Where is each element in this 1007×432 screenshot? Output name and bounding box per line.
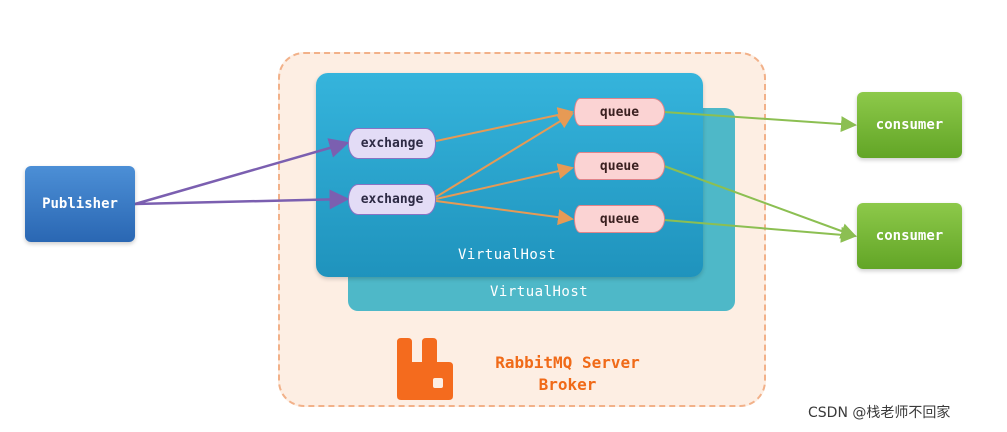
consumer-node-2: consumer [857,203,962,269]
arrow-queue2-consumer2 [663,165,857,239]
arrow-exchange1-queue1 [435,107,574,142]
arrow-exchange2-queue1 [435,112,574,198]
arrow-exchange2-queue2 [435,163,574,200]
exchange-node-1: exchange [348,128,436,159]
broker-label: Broker [538,375,597,394]
exchange-node-2: exchange [348,184,436,215]
arrow-publisher-exchange-1 [134,138,350,206]
publisher-node: Publisher [25,166,135,242]
queue-node-2: queue [574,152,665,180]
csdn-watermark: CSDN @栈老师不回家 [808,405,951,421]
arrow-publisher-exchange-2 [134,189,350,210]
queue-node-1: queue [574,98,665,126]
arrow-queue3-consumer2 [663,219,857,243]
rabbitmq-server-label: RabbitMQ Server [495,353,640,372]
consumer-node-1: consumer [857,92,962,158]
arrow-exchange2-queue3 [435,200,574,226]
arrow-queue1-consumer1 [663,111,857,133]
queue-node-3: queue [574,205,665,233]
rabbitmq-logo-icon [397,338,453,400]
virtual-host-back-label: VirtualHost [490,284,589,300]
virtual-host-front-label: VirtualHost [458,247,557,263]
